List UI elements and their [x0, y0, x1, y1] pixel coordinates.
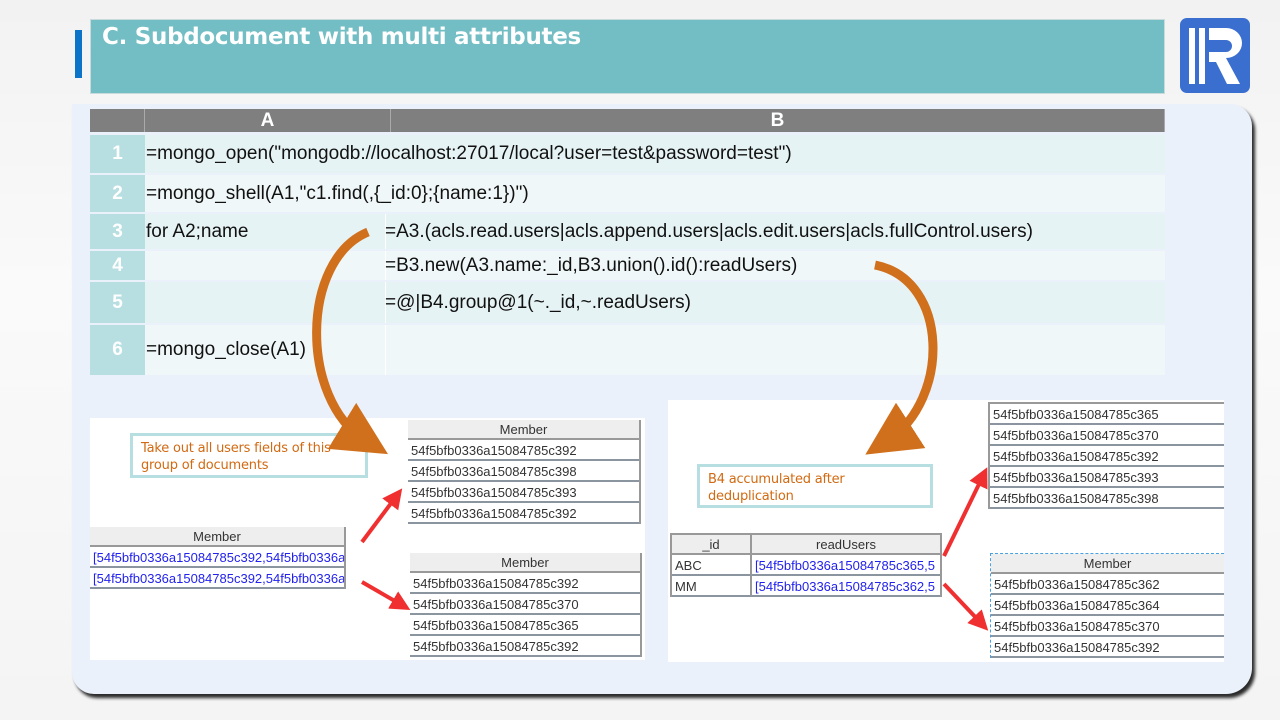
red-arrow-4 — [942, 582, 989, 631]
row-number[interactable]: 4 — [90, 251, 145, 280]
cell-a[interactable]: =mongo_close(A1) — [146, 339, 307, 360]
red-arrow-1 — [360, 488, 403, 544]
slide-title: C. Subdocument with multi attributes — [102, 24, 581, 50]
table-row[interactable]: 54f5bfb0336a15084785c393 — [408, 482, 639, 503]
header-readusers: readUsers — [752, 535, 940, 555]
cell-readusers[interactable]: [54f5bfb0336a15084785c362,5 — [752, 576, 940, 597]
header-row: _id readUsers — [672, 535, 940, 555]
table-row[interactable]: 54f5bfb0336a15084785c392 — [991, 637, 1224, 658]
table-row[interactable]: [54f5bfb0336a15084785c392,54f5bfb0336a — [90, 568, 344, 589]
table-row[interactable]: 54f5bfb0336a15084785c392 — [410, 636, 640, 657]
cell-b[interactable]: =@|B4.group@1(~._id,~.readUsers) — [385, 291, 691, 313]
cell-id[interactable]: MM — [672, 576, 752, 597]
table-row[interactable]: [54f5bfb0336a15084785c392,54f5bfb0336a — [90, 547, 344, 568]
left-result1-table: Member 54f5bfb0336a15084785c392 54f5bfb0… — [408, 420, 641, 524]
grid-row: =mongo_open("mongodb://localhost:27017/l… — [145, 135, 1165, 173]
table-row: ABC [54f5bfb0336a15084785c365,5 — [672, 555, 940, 576]
table-row[interactable]: 54f5bfb0336a15084785c392 — [408, 503, 639, 524]
header-id: _id — [672, 535, 752, 555]
row-number[interactable]: 2 — [90, 175, 145, 212]
logo-icon — [1180, 18, 1250, 93]
cell-readusers[interactable]: [54f5bfb0336a15084785c365,5 — [752, 555, 940, 576]
table-row[interactable]: 54f5bfb0336a15084785c370 — [990, 425, 1224, 446]
table-row: MM [54f5bfb0336a15084785c362,5 — [672, 576, 940, 597]
grid-row: for A2;name =A3.(acls.read.users|acls.app… — [145, 214, 1165, 249]
cell-a[interactable]: =mongo_open("mongodb://localhost:27017/l… — [146, 143, 792, 164]
table-row[interactable]: 54f5bfb0336a15084785c364 — [991, 595, 1224, 616]
red-arrow-2 — [360, 580, 411, 611]
accent-bar — [75, 30, 82, 78]
header-member: Member — [90, 527, 344, 547]
table-row[interactable]: 54f5bfb0336a15084785c398 — [990, 488, 1224, 509]
row-number[interactable]: 6 — [90, 325, 145, 375]
right-result1-table: 54f5bfb0336a15084785c365 54f5bfb0336a150… — [988, 402, 1224, 509]
table-row[interactable]: 54f5bfb0336a15084785c392 — [990, 446, 1224, 467]
cell-divider — [385, 251, 386, 280]
header-member: Member — [410, 553, 640, 573]
table-row[interactable]: 54f5bfb0336a15084785c365 — [990, 404, 1224, 425]
right-source-table: _id readUsers ABC [54f5bfb0336a15084785c… — [670, 533, 942, 597]
cell-b[interactable]: =A3.(acls.read.users|acls.append.users|a… — [385, 220, 1033, 242]
orange-arrow-right — [865, 260, 938, 455]
column-header-a[interactable]: A — [145, 109, 391, 132]
table-row[interactable]: 54f5bfb0336a15084785c392 — [408, 440, 639, 461]
cell-divider — [385, 325, 386, 375]
cell-id[interactable]: ABC — [672, 555, 752, 576]
table-row[interactable]: 54f5bfb0336a15084785c362 — [991, 574, 1224, 595]
cell-a[interactable]: =mongo_shell(A1,"c1.find(,{_id:0};{name:… — [146, 182, 529, 204]
corner-header — [90, 109, 145, 132]
title-bar — [90, 19, 1165, 94]
table-row[interactable]: 54f5bfb0336a15084785c370 — [991, 616, 1224, 637]
table-row[interactable]: 54f5bfb0336a15084785c393 — [990, 467, 1224, 488]
column-header-b[interactable]: B — [391, 109, 1165, 132]
left-result2-table: Member 54f5bfb0336a15084785c392 54f5bfb0… — [410, 553, 642, 657]
header-member: Member — [408, 420, 639, 440]
table-row[interactable]: 54f5bfb0336a15084785c365 — [410, 615, 640, 636]
table-row[interactable]: 54f5bfb0336a15084785c392 — [410, 573, 640, 594]
row-number[interactable]: 1 — [90, 135, 145, 173]
header-member: Member — [991, 554, 1224, 574]
note-left: Take out all users fields of this group … — [130, 433, 368, 478]
cell-a[interactable]: for A2;name — [146, 220, 249, 242]
orange-arrow-left — [312, 227, 388, 455]
cell-b[interactable]: =B3.new(A3.name:_id,B3.union().id():read… — [385, 254, 798, 276]
cell-divider — [385, 214, 386, 249]
table-row[interactable]: 54f5bfb0336a15084785c370 — [410, 594, 640, 615]
cell-divider — [385, 282, 386, 323]
note-right: B4 accumulated after deduplication — [697, 464, 933, 508]
table-row[interactable]: 54f5bfb0336a15084785c398 — [408, 461, 639, 482]
row-number[interactable]: 3 — [90, 214, 145, 249]
grid-row: =B3.new(A3.name:_id,B3.union().id():read… — [145, 251, 1165, 280]
grid-row: =mongo_shell(A1,"c1.find(,{_id:0};{name:… — [145, 175, 1165, 212]
red-arrow-3 — [942, 467, 988, 557]
right-result2-table: Member 54f5bfb0336a15084785c362 54f5bfb0… — [990, 553, 1224, 658]
left-source-table: Member [54f5bfb0336a15084785c392,54f5bfb… — [90, 527, 346, 589]
row-number[interactable]: 5 — [90, 282, 145, 323]
